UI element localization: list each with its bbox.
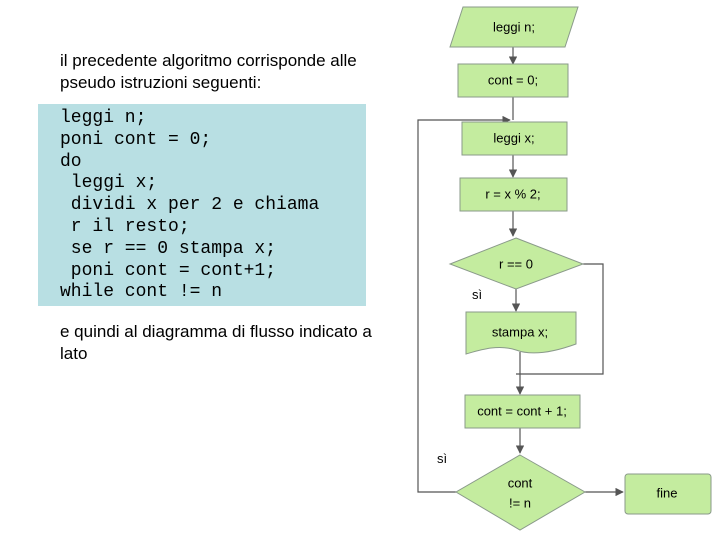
- input-n-shape: [449, 6, 579, 48]
- code-line: while cont != n: [60, 282, 223, 303]
- decision-even-label: r == 0: [499, 256, 533, 271]
- init-cont-shape: [457, 63, 569, 98]
- outro-text: e quindi al diagramma di flusso indicato…: [60, 322, 372, 363]
- code-line: leggi x;: [60, 173, 158, 194]
- code-line: poni cont = cont+1;: [60, 260, 277, 281]
- code-line: leggi n;: [60, 108, 147, 128]
- decision-loop-label-2: != n: [509, 495, 531, 510]
- increment-shape: [464, 394, 581, 429]
- code-line: se r == 0 stampa x;: [60, 238, 277, 259]
- pseudocode-box: [38, 104, 366, 306]
- output-x-label: stampa x;: [492, 324, 548, 339]
- connector-loop-back: [417, 115, 511, 493]
- yes-loop-label: sì: [437, 451, 447, 466]
- end-shape: [624, 473, 712, 515]
- remainder-label: r = x % 2;: [485, 186, 540, 201]
- flow-connectors: [417, 47, 624, 497]
- connector-no-branch: [516, 263, 604, 375]
- decision-loop-label-1: cont: [508, 475, 533, 490]
- remainder-shape: [459, 177, 568, 212]
- decision-even-shape: [448, 237, 585, 290]
- init-cont-label: cont = 0;: [488, 72, 538, 87]
- intro-text: il precedente algoritmo corrisponde alle…: [60, 51, 357, 92]
- code-line: dividi x per 2 e chiama: [60, 195, 320, 216]
- end-label: fine: [657, 485, 678, 500]
- decision-loop-shape: [455, 454, 587, 531]
- pseudocode: leggi n; poni cont = 0; do leggi x; divi…: [60, 108, 319, 304]
- increment-label: cont = cont + 1;: [477, 403, 567, 418]
- input-n-label: leggi n;: [493, 19, 535, 34]
- code-line: poni cont = 0;: [60, 129, 212, 150]
- input-x-shape: [461, 121, 568, 156]
- input-x-label: leggi x;: [493, 130, 534, 145]
- output-x-shape: [465, 311, 577, 355]
- code-line: r il resto;: [60, 216, 190, 237]
- yes-even-label: sì: [472, 287, 482, 302]
- code-line: do: [60, 151, 82, 172]
